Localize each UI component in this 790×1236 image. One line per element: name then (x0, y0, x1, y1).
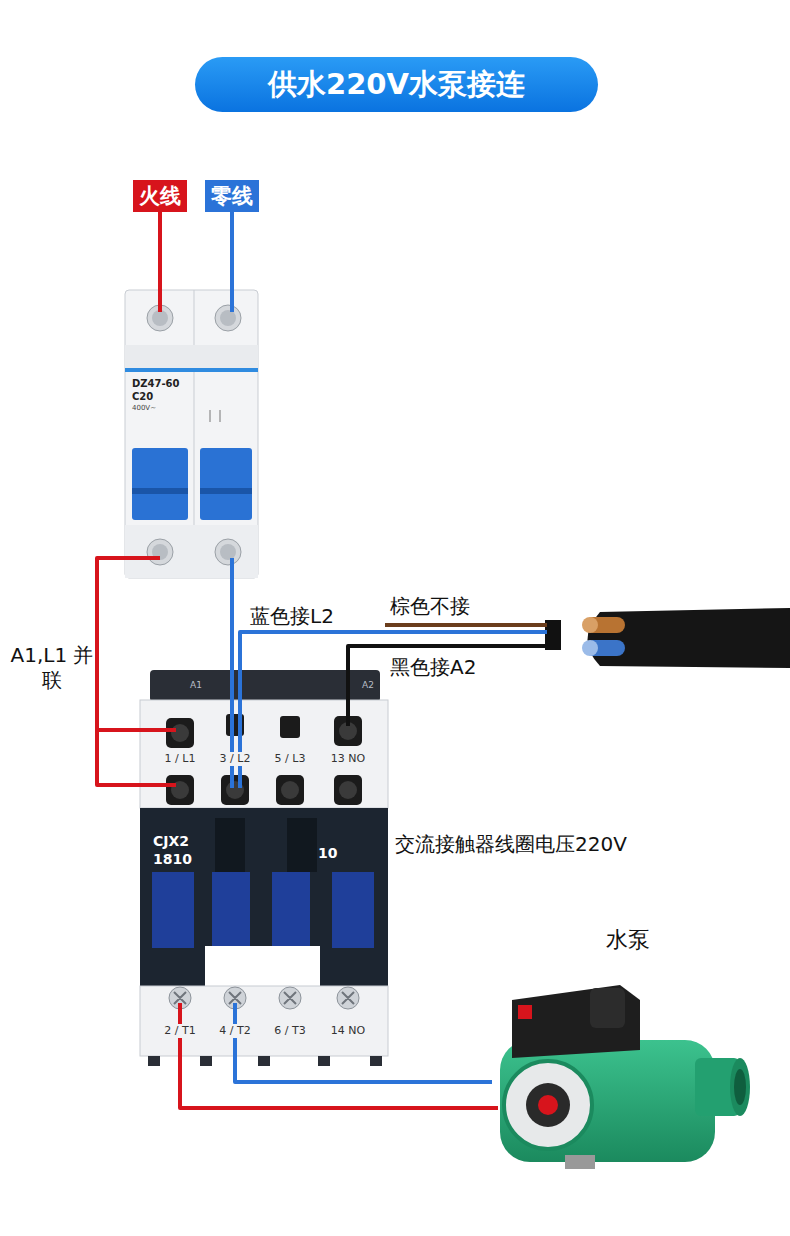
label-text: 1 / L1 (158, 752, 202, 766)
label-text: C20 (132, 391, 153, 404)
label-text: DZ47-60 (132, 378, 180, 391)
wires (97, 212, 547, 1108)
label-text: 14 NO (324, 1024, 372, 1038)
label-text: 1810 (153, 851, 192, 869)
label-text: A1 (190, 680, 202, 691)
wire-tag-box: 火线 (133, 180, 187, 212)
wire-tag-text: 零线 (211, 183, 253, 209)
water-pump (500, 985, 750, 1169)
title-pill (195, 57, 598, 112)
wire-tag-box: 零线 (205, 180, 259, 212)
circuit-breaker (125, 290, 258, 578)
label-text: 6 / T3 (268, 1024, 312, 1038)
power-cable (545, 608, 790, 668)
label-text: 4 / T2 (213, 1024, 257, 1038)
label-text: 13 NO (324, 752, 372, 766)
label-text: 3 / L2 (213, 752, 257, 766)
label-text: 5 / L3 (268, 752, 312, 766)
label-text: A1,L1 并联 (10, 643, 94, 693)
label-text: 400V~ (132, 404, 156, 413)
ac-contactor (140, 670, 388, 1066)
wire-tag-text: 火线 (139, 183, 181, 209)
label-text: 蓝色接L2 (250, 604, 334, 629)
label-text: 交流接触器线圈电压220V (395, 832, 627, 857)
label-text: CJX2 (153, 833, 189, 851)
label-text: 2 / T1 (158, 1024, 202, 1038)
title-text: 供水220V水泵接连 (195, 57, 598, 112)
label-text: 10 (318, 845, 337, 863)
label-text: A2 (362, 680, 374, 691)
label-text: 黑色接A2 (390, 655, 476, 680)
label-text: 棕色不接 (390, 594, 470, 619)
label-text: 水泵 (606, 926, 650, 954)
